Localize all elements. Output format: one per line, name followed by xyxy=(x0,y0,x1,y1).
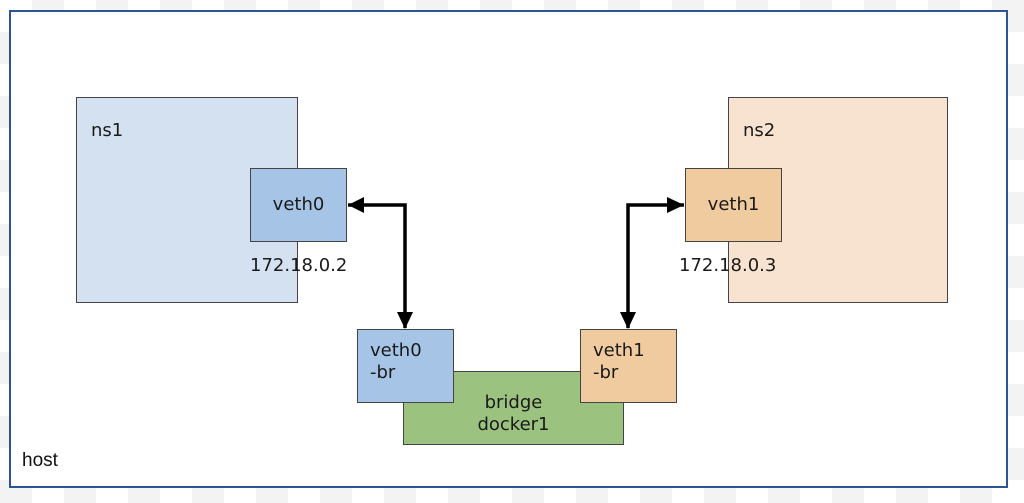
bridge-label-line1: bridge xyxy=(484,392,543,413)
veth1-interface: veth1 xyxy=(685,168,782,242)
veth1-br-port: veth1 -br xyxy=(580,329,677,403)
veth0-interface: veth0 xyxy=(250,168,347,242)
veth0-label: veth0 xyxy=(272,194,325,215)
bridge-label-line2: docker1 xyxy=(477,414,550,435)
veth0-br-port: veth0 -br xyxy=(357,329,454,403)
ns1-label: ns1 xyxy=(91,120,124,141)
arrowhead-left-up xyxy=(348,197,364,213)
host-label: host xyxy=(22,450,58,471)
arrowhead-right-up xyxy=(667,197,684,213)
ns2-label: ns2 xyxy=(743,120,776,141)
veth1-br-line1: veth1 xyxy=(593,340,645,361)
arrowhead-left-down xyxy=(397,312,413,329)
link-veth0-to-veth0-br xyxy=(348,197,413,329)
veth1-br-line2: -br xyxy=(593,362,619,383)
link-line-left xyxy=(348,203,407,328)
link-line-right xyxy=(626,203,684,328)
veth1-ip: 172.18.0.3 xyxy=(679,255,777,276)
arrowhead-right-down xyxy=(620,312,636,329)
veth0-br-line2: -br xyxy=(370,362,396,383)
veth0-br-line1: veth0 xyxy=(370,340,422,361)
veth0-ip: 172.18.0.2 xyxy=(250,255,348,276)
veth1-label: veth1 xyxy=(707,194,760,215)
link-veth1-to-veth1-br xyxy=(620,197,684,329)
